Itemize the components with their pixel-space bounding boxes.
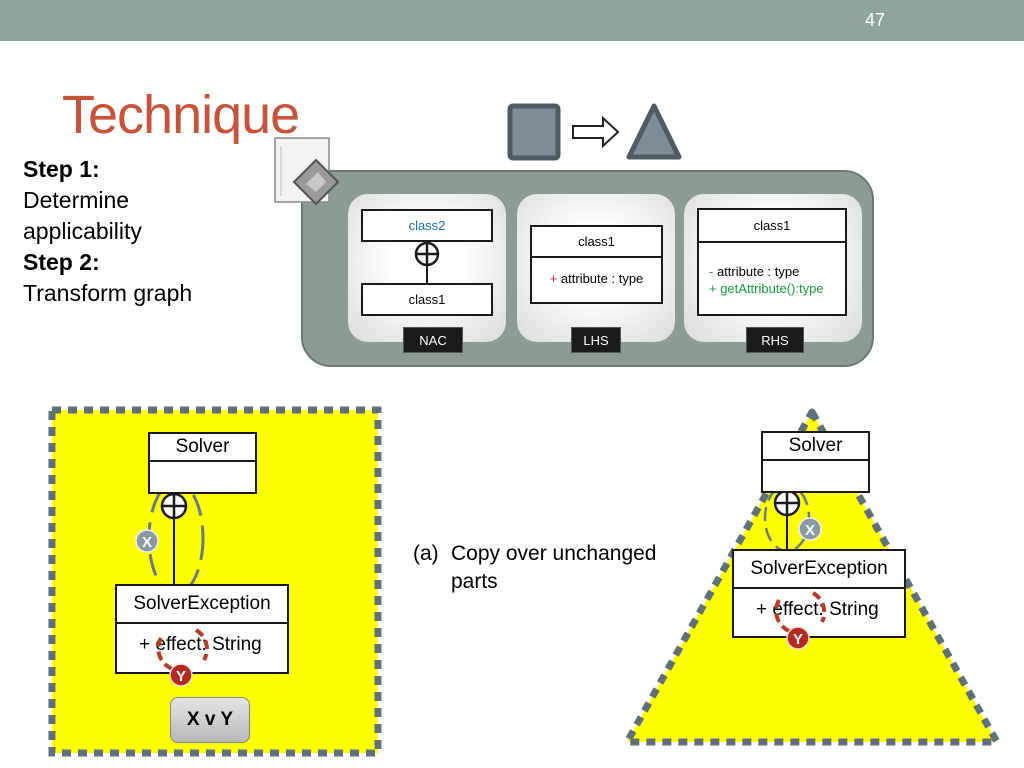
lhs-tag: LHS [571,327,621,353]
lhs-class-box: class1 + attribute : type [530,225,663,304]
step2-line1: Transform graph [23,280,193,306]
annotation-number: (a) [413,542,439,565]
lhs-attr-sign: + [549,271,558,286]
left-attr-suffix: : String [201,634,262,655]
right-solverexception-name: SolverException [734,551,904,589]
right-containment-icon [773,489,801,551]
nac-class2-box: class2 [361,209,493,242]
nac-containment-icon [414,241,440,283]
right-attr-name: effect [772,599,819,620]
rhs-class-box: class1 - attribute : type + getAttribute… [697,208,847,316]
right-solver-class: Solver [761,431,870,493]
top-bar [0,0,1024,41]
rhs-removed-attr: - attribute : type [709,263,845,280]
right-effect-attribute: + effect: String [734,589,904,621]
left-solver-name: Solver [150,434,255,462]
left-effect-attribute: + effect: String [117,624,287,656]
arrow-right-icon [572,115,620,149]
rhs-attr-text: attribute : type [713,264,800,279]
step2-label: Step 2: [23,249,100,275]
page-number: 47 [864,10,886,30]
nac-tag: NAC [403,327,463,353]
nac-class2-name: class2 [408,218,446,233]
step1-line2: applicability [23,218,142,244]
lhs-class-name: class1 [532,227,661,258]
right-attr-prefix: + [756,599,773,620]
right-solverexception-class: SolverException + effect: String [732,549,906,638]
nac-class1-name: class1 [408,292,446,307]
right-attr-suffix: : String [818,599,879,620]
left-containment-icon [160,492,188,586]
left-solverexception-name: SolverException [117,586,287,624]
left-attr-prefix: + [139,634,156,655]
document-icon [274,137,340,206]
lhs-attribute: + attribute : type [532,258,661,286]
nac-class1-box: class1 [361,283,493,316]
rhs-members: - attribute : type + getAttribute():type [699,243,845,297]
annotation-text: Copy over unchanged parts [451,542,657,593]
step1-line1: Determine [23,187,130,213]
rhs-class-name: class1 [699,210,845,243]
steps-text: Step 1: Determine applicability Step 2: … [23,154,192,309]
slide-title: Technique [62,85,300,145]
right-solver-name: Solver [763,433,868,461]
left-solver-class: Solver [148,432,257,494]
left-attr-name: effect [155,634,202,655]
x-or-y-button[interactable]: X v Y [170,697,250,743]
step1-label: Step 1: [23,156,100,182]
left-solverexception-class: SolverException + effect: String [115,584,289,674]
rhs-attr-sign: - [709,264,714,279]
rhs-added-method: + getAttribute():type [709,281,824,296]
lhs-attr-text: attribute : type [557,271,644,286]
triangle-icon [626,103,682,160]
rhs-tag: RHS [746,327,804,353]
square-icon [507,103,561,161]
